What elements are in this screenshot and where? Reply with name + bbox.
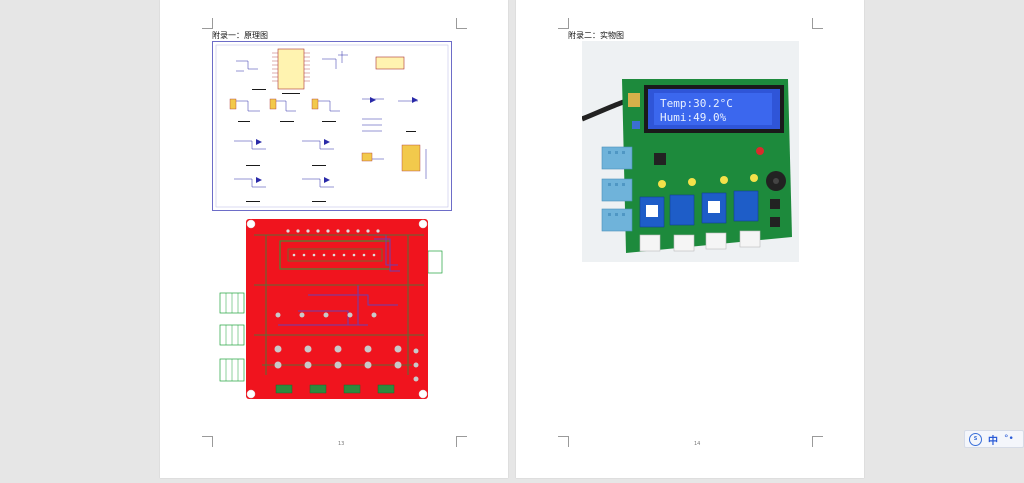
appendix-1-heading: 附录一：原理图: [212, 31, 268, 40]
crop-mark: [558, 18, 569, 29]
crop-mark: [202, 436, 213, 447]
board-photo: Temp:30.2°C Humi:49.0%: [582, 41, 799, 262]
ime-language-toggle[interactable]: 中: [988, 435, 998, 447]
crop-mark: [812, 436, 823, 447]
document-page-14: 附录二：实物图 Temp:30.2°C Humi:49.0%: [516, 0, 864, 478]
settings-icon[interactable]: °•: [1004, 434, 1014, 444]
crop-mark: [202, 18, 213, 29]
crop-mark: [456, 18, 467, 29]
document-page-13: 附录一：原理图: [160, 0, 508, 478]
crop-mark: [812, 18, 823, 29]
schematic-diagram: [212, 41, 452, 211]
pcb-layout: [219, 219, 443, 399]
page-number: 14: [694, 441, 701, 447]
lcd-line-2: Humi:49.0%: [660, 111, 727, 124]
lcd-screen: [654, 93, 772, 125]
crop-mark: [456, 436, 467, 447]
ime-logo-icon[interactable]: S: [969, 432, 982, 446]
page-number: 13: [338, 441, 345, 447]
ime-toolbar[interactable]: S 中 °•: [964, 430, 1024, 448]
appendix-2-heading: 附录二：实物图: [568, 31, 624, 40]
crop-mark: [558, 436, 569, 447]
lcd-line-1: Temp:30.2°C: [660, 97, 733, 110]
